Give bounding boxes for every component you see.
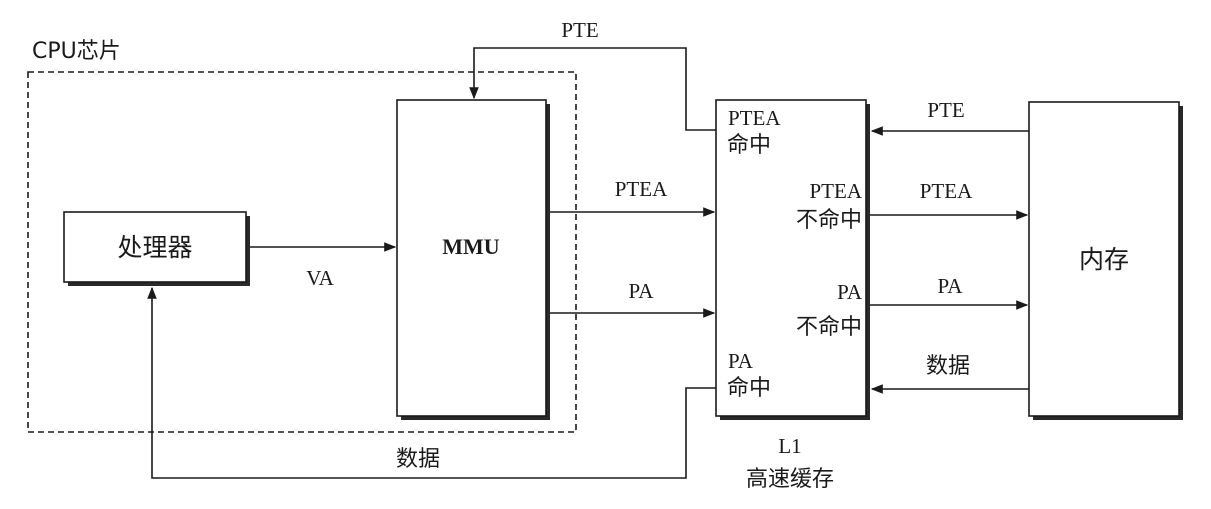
cpu-chip-label: CPU芯片 <box>32 39 121 64</box>
cache-pa-arrow-label: PA <box>938 274 964 298</box>
ptea-hit-label-line2: 命中 <box>727 133 771 158</box>
l1-cache-caption-line2: 高速缓存 <box>746 467 834 492</box>
pte-return-arrow-label: PTE <box>561 18 598 42</box>
l1-cache-caption-line1: L1 <box>778 434 801 458</box>
cache-ptea-arrow-label: PTEA <box>920 179 973 203</box>
memory-pte-arrow-label: PTE <box>927 98 964 122</box>
processor-label: 处理器 <box>117 233 192 262</box>
ptea-hit-label-line1: PTEA <box>728 106 781 130</box>
pte-return-arrow <box>469 47 716 131</box>
pa-miss-label-line2: 不命中 <box>796 315 862 340</box>
memory-data-arrow-label: 数据 <box>926 354 970 379</box>
ptea-miss-label-line2: 不命中 <box>796 208 862 233</box>
ptea-miss-label-line1: PTEA <box>810 179 863 203</box>
pa-miss-label-line1: PA <box>837 280 863 304</box>
va-arrow-label: VA <box>306 266 334 290</box>
l1-cache-block: PTEA 命中 PTEA 不命中 PA 不命中 PA 命中 <box>715 99 870 420</box>
processor-block: 处理器 <box>63 211 250 286</box>
mmu-pa-arrow-label: PA <box>629 279 655 303</box>
mmu-ptea-arrow-label: PTEA <box>615 177 668 201</box>
cpu-chip-boundary <box>27 71 577 433</box>
pa-hit-label-line2: 命中 <box>727 376 771 401</box>
mmu-block: MMU <box>396 99 550 420</box>
memory-block: 内存 <box>1028 101 1183 420</box>
pa-hit-label-line1: PA <box>728 349 754 373</box>
data-return-arrow <box>147 286 716 479</box>
memory-label: 内存 <box>1079 245 1129 274</box>
data-return-arrow-label: 数据 <box>396 447 440 472</box>
mmu-label: MMU <box>442 234 500 259</box>
